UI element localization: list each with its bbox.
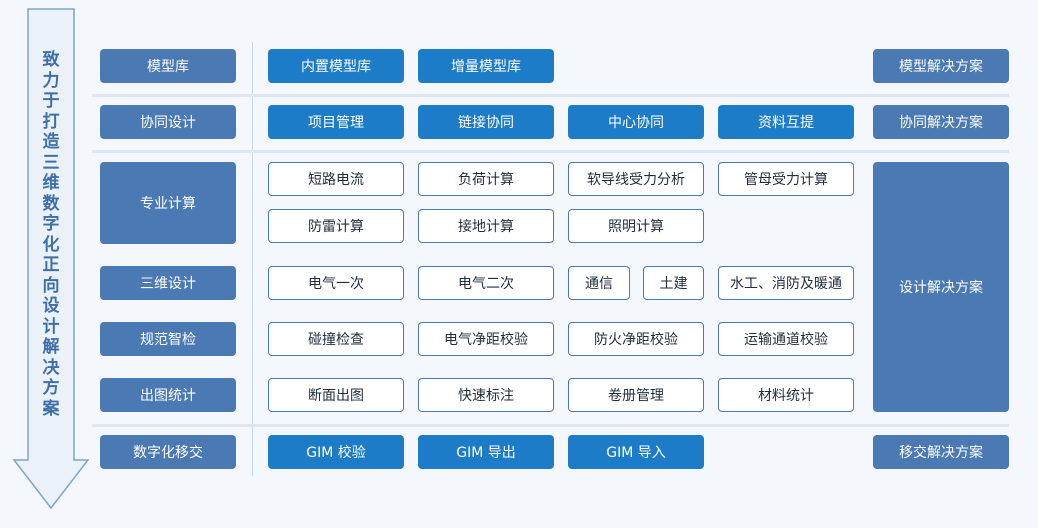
item-collision-check[interactable]: 碰撞检查 [268,322,404,356]
slogan-char: 设 [42,296,60,316]
solution-design[interactable]: 设计解决方案 [873,162,1009,412]
slogan-char: 计 [42,316,60,337]
item-fire-clearance-check[interactable]: 防火净距校验 [568,322,704,356]
item-section-drawing[interactable]: 断面出图 [268,378,404,412]
item-electrical-primary[interactable]: 电气一次 [268,266,404,300]
item-gim-export[interactable]: GIM 导出 [418,435,554,469]
slogan-char: 案 [42,398,60,419]
item-project-management[interactable]: 项目管理 [268,105,404,139]
item-material-statistics[interactable]: 材料统计 [718,378,854,412]
slogan-char: 三 [42,152,60,173]
category-model-library[interactable]: 模型库 [100,49,236,83]
item-electrical-clearance-check[interactable]: 电气净距校验 [418,322,554,356]
arrow-slogan: 致 力 于 打 造 三 维 数 字 化 正 向 设 计 解 决 方 案 [36,50,66,419]
slogan-char: 字 [42,214,60,234]
category-standard-check[interactable]: 规范智检 [100,322,236,356]
item-grounding-calculation[interactable]: 接地计算 [418,209,554,243]
item-load-calculation[interactable]: 负荷计算 [418,162,554,196]
slogan-char: 维 [42,173,60,193]
item-civil-engineering[interactable]: 土建 [643,266,704,300]
downward-arrow [12,8,90,510]
slogan-char: 致 [42,50,60,70]
row-divider [92,424,1009,427]
item-link-collaboration[interactable]: 链接协同 [418,105,554,139]
item-tubular-busbar-calculation[interactable]: 管母受力计算 [718,162,854,196]
item-communication[interactable]: 通信 [568,266,630,300]
slogan-char: 向 [42,275,60,296]
category-drawing-statistics[interactable]: 出图统计 [100,378,236,412]
item-central-collaboration[interactable]: 中心协同 [568,105,704,139]
item-builtin-model-library[interactable]: 内置模型库 [268,49,404,83]
item-lightning-protection[interactable]: 防雷计算 [268,209,404,243]
item-incremental-model-library[interactable]: 增量模型库 [418,49,554,83]
solution-model[interactable]: 模型解决方案 [873,49,1009,83]
slogan-char: 方 [42,378,60,398]
item-hydraulic-fire-hvac[interactable]: 水工、消防及暖通 [718,266,854,300]
item-volume-management[interactable]: 卷册管理 [568,378,704,412]
slogan-char: 力 [42,70,60,91]
category-professional-calculation[interactable]: 专业计算 [100,162,236,244]
slogan-char: 数 [42,193,60,214]
category-digital-handover[interactable]: 数字化移交 [100,435,236,469]
slogan-char: 打 [42,111,60,132]
item-quick-annotation[interactable]: 快速标注 [418,378,554,412]
solution-collaborative[interactable]: 协同解决方案 [873,105,1009,139]
row-divider [92,94,1009,97]
slogan-char: 解 [42,337,60,357]
item-lighting-calculation[interactable]: 照明计算 [568,209,704,243]
row-divider [92,150,1009,153]
item-transport-path-check[interactable]: 运输通道校验 [718,322,854,356]
item-data-exchange[interactable]: 资料互提 [718,105,854,139]
slogan-char: 造 [42,132,60,152]
item-soft-conductor-analysis[interactable]: 软导线受力分析 [568,162,704,196]
item-gim-import[interactable]: GIM 导入 [568,435,704,469]
category-collaborative-design[interactable]: 协同设计 [100,105,236,139]
column-divider [252,42,253,476]
slogan-char: 决 [42,357,60,378]
item-electrical-secondary[interactable]: 电气二次 [418,266,554,300]
slogan-char: 于 [42,91,60,111]
category-3d-design[interactable]: 三维设计 [100,266,236,300]
item-short-circuit-current[interactable]: 短路电流 [268,162,404,196]
solution-handover[interactable]: 移交解决方案 [873,435,1009,469]
item-gim-verify[interactable]: GIM 校验 [268,435,404,469]
slogan-char: 正 [42,255,60,275]
slogan-char: 化 [42,234,60,255]
